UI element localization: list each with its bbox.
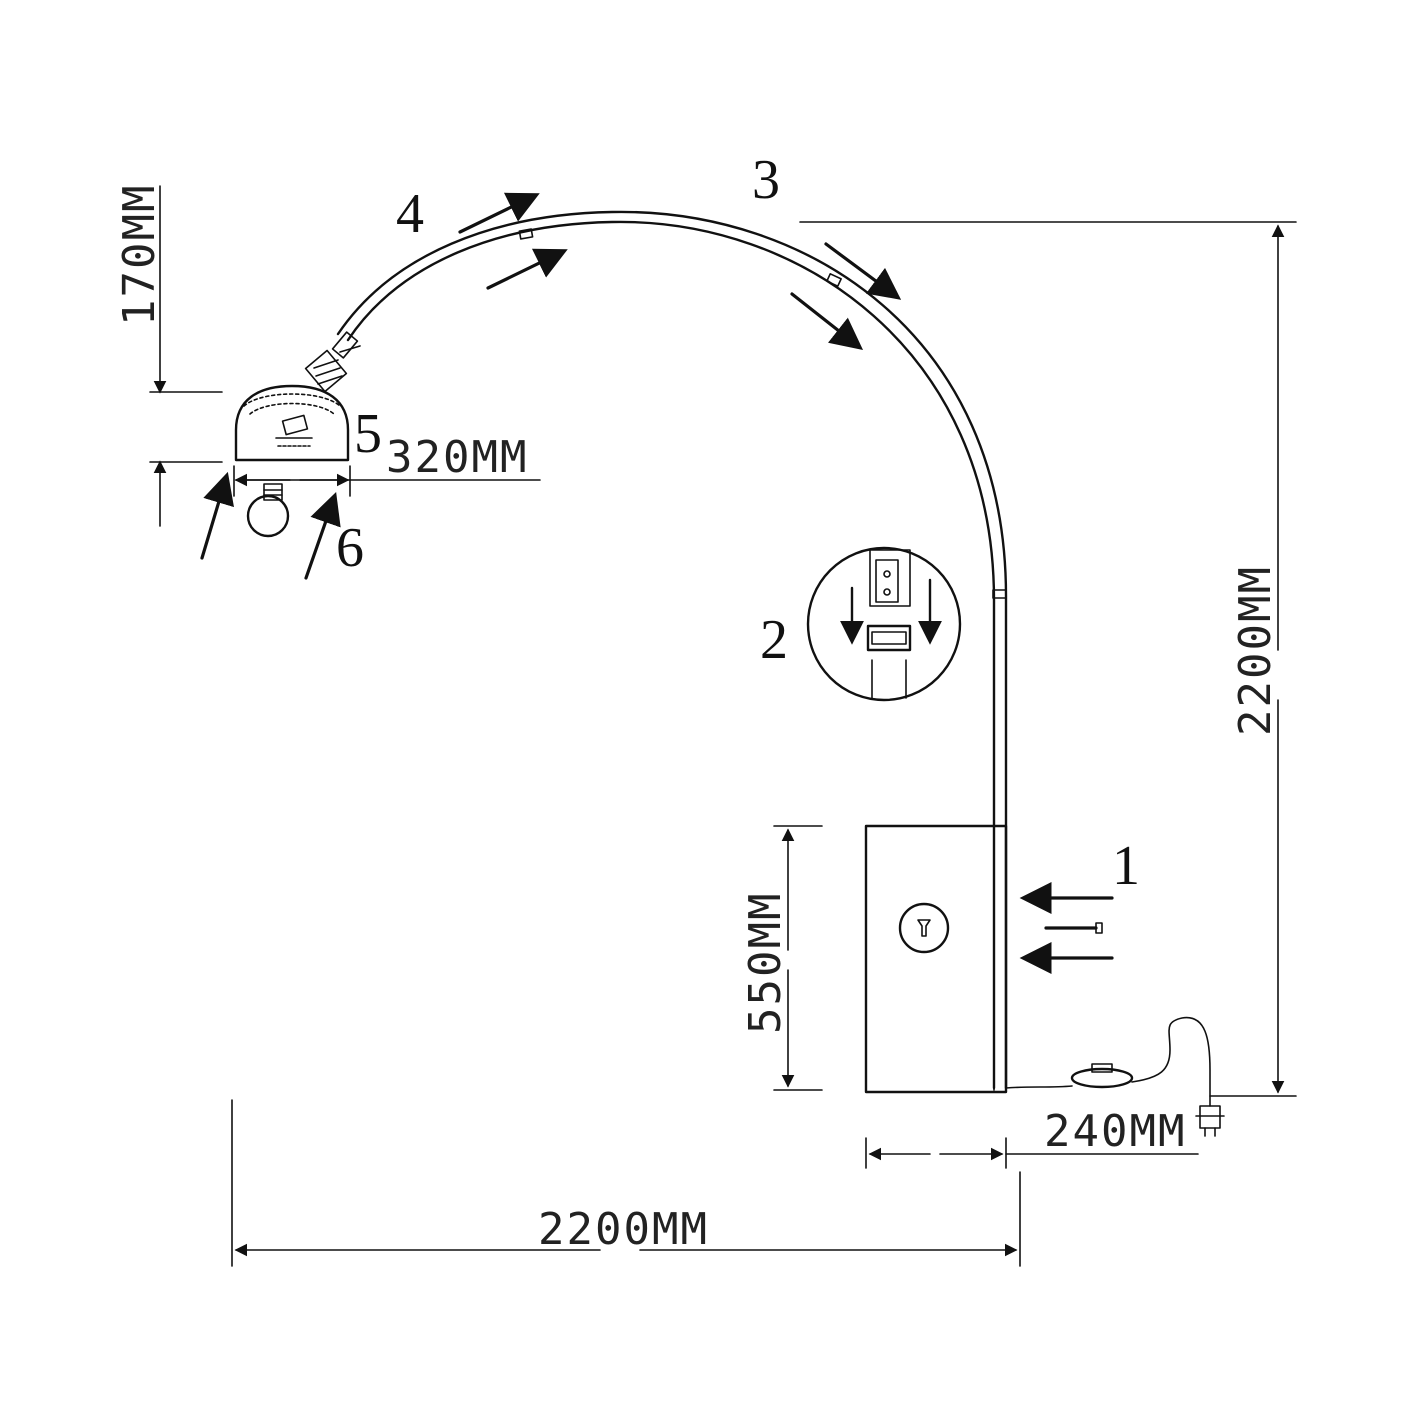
dim-base-width: 240MM [1044, 1106, 1186, 1157]
arc-pole [304, 210, 1008, 1090]
dim-shade-height: 170MM [114, 184, 165, 326]
pole-connector [304, 331, 361, 393]
lamp-shade [234, 384, 350, 462]
assembly-arrows [200, 192, 1114, 974]
light-bulb-icon [246, 483, 290, 538]
dim-shade-width: 320MM [386, 432, 528, 483]
screw-icon [1044, 922, 1103, 934]
callout-5: 5 [354, 403, 382, 465]
foot-switch-cord [1005, 1016, 1225, 1137]
callout-1: 1 [1112, 835, 1140, 897]
callout-4: 4 [396, 183, 424, 245]
dim-total-reach: 2200MM [538, 1204, 709, 1255]
lamp-base [864, 824, 1008, 1094]
dim-base-height: 550MM [740, 892, 791, 1034]
dim-total-height: 2200MM [1230, 565, 1281, 736]
detail-circle [806, 546, 962, 702]
callout-6: 6 [336, 517, 364, 579]
callout-3: 3 [752, 149, 780, 211]
callout-2: 2 [760, 609, 788, 671]
dimension-lines [149, 185, 1297, 1267]
plug-icon [1195, 1105, 1225, 1137]
shade-bracket-icon [275, 414, 313, 447]
